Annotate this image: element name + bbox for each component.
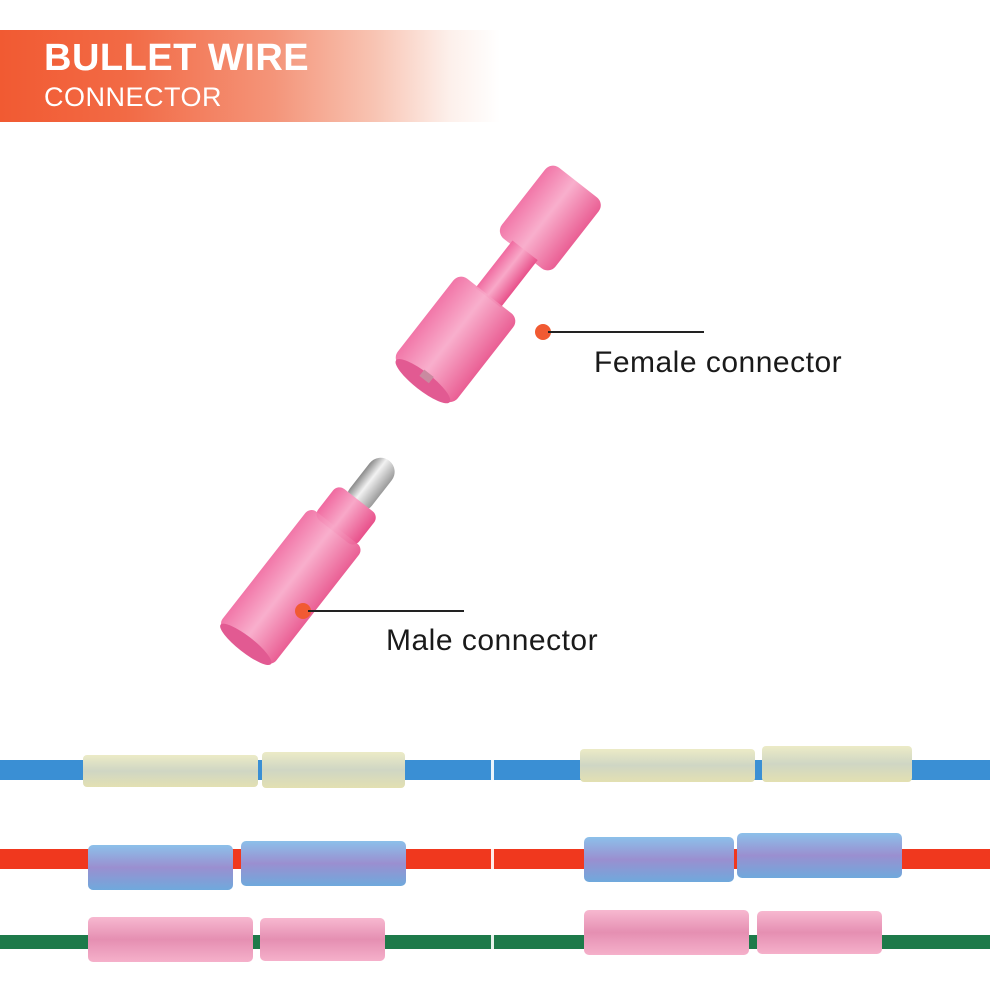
banner-title: BULLET WIRE — [44, 37, 310, 79]
title-banner: BULLET WIRE CONNECTOR — [0, 30, 500, 122]
photo-strip — [0, 740, 990, 970]
male-callout-leader-line — [308, 610, 464, 612]
male-connector-label: Male connector — [386, 624, 599, 657]
female-callout-dot — [535, 324, 551, 340]
female-callout-leader-line — [548, 331, 704, 333]
female-connector-image — [395, 165, 601, 404]
male-connector-image — [220, 457, 395, 666]
female-connector-label: Female connector — [594, 346, 843, 379]
male-callout-dot — [295, 603, 311, 619]
banner-subtitle: CONNECTOR — [44, 82, 223, 112]
